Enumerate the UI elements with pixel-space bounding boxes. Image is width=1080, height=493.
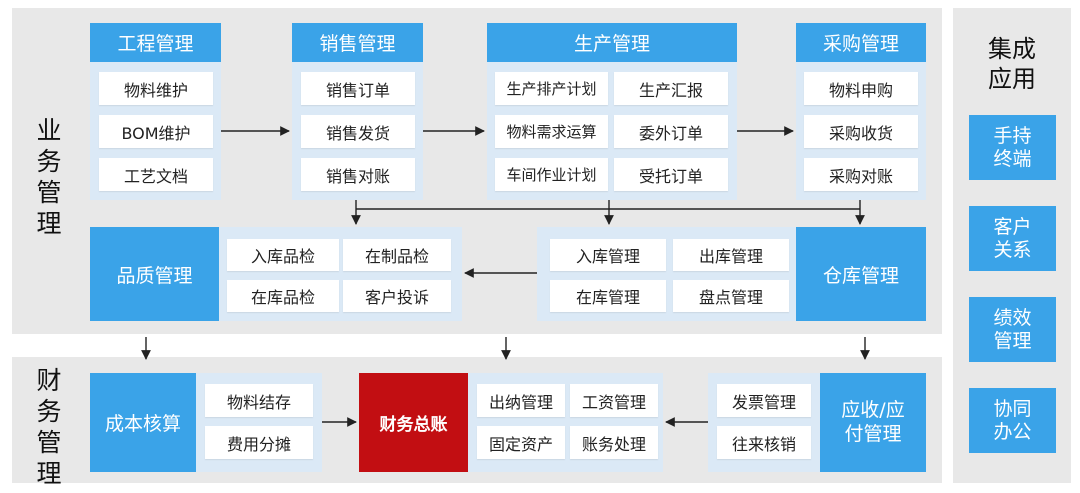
integration-title: 集成应用: [988, 35, 1036, 93]
cost-title: 成本核算: [90, 373, 196, 472]
quality-item[interactable]: 客户投诉: [343, 280, 451, 312]
production-item[interactable]: 物料需求运算: [495, 115, 608, 148]
warehouse-item[interactable]: 出库管理: [673, 239, 789, 271]
sales-item[interactable]: 销售订单: [301, 72, 415, 105]
receivable-item[interactable]: 往来核销: [717, 426, 811, 459]
production-title: 生产管理: [487, 23, 737, 62]
ledger-title[interactable]: 财务总账: [359, 373, 468, 472]
integration-item[interactable]: 绩效管理: [969, 297, 1056, 362]
ledger-item[interactable]: 固定资产: [477, 426, 565, 459]
integration-item[interactable]: 客户关系: [969, 206, 1056, 271]
sales-item[interactable]: 销售对账: [301, 158, 415, 191]
finance-label: 财务管理: [36, 366, 62, 488]
engineering-title: 工程管理: [90, 23, 221, 62]
ledger-item[interactable]: 账务处理: [570, 426, 658, 459]
engineering-item[interactable]: 工艺文档: [99, 158, 213, 191]
business-label: 业务管理: [36, 116, 62, 238]
production-item[interactable]: 委外订单: [614, 115, 728, 148]
purchasing-item[interactable]: 物料申购: [804, 72, 918, 105]
quality-item[interactable]: 入库品检: [227, 239, 339, 271]
warehouse-item[interactable]: 入库管理: [550, 239, 666, 271]
warehouse-title: 仓库管理: [796, 227, 926, 321]
quality-title: 品质管理: [90, 227, 219, 321]
integration-item[interactable]: 手持终端: [969, 115, 1056, 180]
cost-item[interactable]: 物料结存: [205, 384, 313, 417]
purchasing-item[interactable]: 采购对账: [804, 158, 918, 191]
integration-item[interactable]: 协同办公: [969, 388, 1056, 453]
receivable-title: 应收/应付管理: [820, 373, 926, 472]
engineering-item[interactable]: BOM维护: [99, 115, 213, 148]
warehouse-item[interactable]: 盘点管理: [673, 280, 789, 312]
warehouse-item[interactable]: 在库管理: [550, 280, 666, 312]
receivable-item[interactable]: 发票管理: [717, 384, 811, 417]
ledger-item[interactable]: 工资管理: [570, 384, 658, 417]
cost-item[interactable]: 费用分摊: [205, 426, 313, 459]
engineering-item[interactable]: 物料维护: [99, 72, 213, 105]
purchasing-title: 采购管理: [796, 23, 926, 62]
production-item[interactable]: 受托订单: [614, 158, 728, 191]
sales-item[interactable]: 销售发货: [301, 115, 415, 148]
production-item[interactable]: 车间作业计划: [495, 158, 608, 191]
quality-item[interactable]: 在库品检: [227, 280, 339, 312]
production-item[interactable]: 生产排产计划: [495, 72, 608, 105]
ledger-item[interactable]: 出纳管理: [477, 384, 565, 417]
quality-item[interactable]: 在制品检: [343, 239, 451, 271]
purchasing-item[interactable]: 采购收货: [804, 115, 918, 148]
sales-title: 销售管理: [292, 23, 423, 62]
production-item[interactable]: 生产汇报: [614, 72, 728, 105]
